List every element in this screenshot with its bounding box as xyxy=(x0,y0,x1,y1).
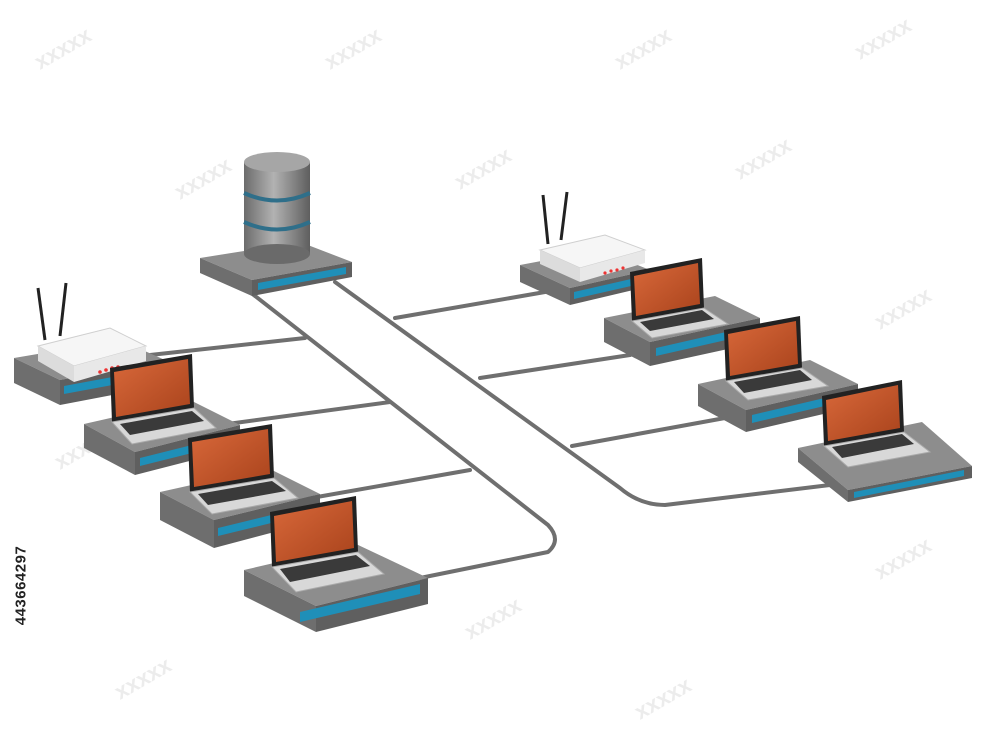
laptop-left-2-node xyxy=(160,424,320,548)
backbone-cable-right xyxy=(333,280,832,507)
svg-text:xxxxx: xxxxx xyxy=(320,22,386,75)
svg-text:xxxxx: xxxxx xyxy=(170,152,236,205)
stock-id-text: 443664297 xyxy=(12,545,30,625)
svg-text:xxxxx: xxxxx xyxy=(30,22,96,75)
router-right-icon xyxy=(538,191,647,282)
svg-text:xxxxx: xxxxx xyxy=(460,592,526,645)
database-server-icon xyxy=(243,152,311,264)
svg-text:xxxxx: xxxxx xyxy=(110,652,176,705)
router-right-node xyxy=(520,191,650,305)
svg-text:xxxxx: xxxxx xyxy=(610,22,676,75)
laptop-right-1-icon xyxy=(630,258,730,339)
laptop-right-2-node xyxy=(698,316,858,432)
svg-text:xxxxx: xxxxx xyxy=(850,12,916,65)
stock-id-label: 443664297 xyxy=(6,505,36,665)
laptop-left-1-icon xyxy=(110,354,218,445)
cable-laptop-left-2 xyxy=(298,468,472,502)
laptop-left-3-node xyxy=(244,496,428,632)
cable-laptop-right-1 xyxy=(478,353,632,380)
laptop-right-3-node xyxy=(798,380,972,502)
svg-text:xxxxx: xxxxx xyxy=(870,532,936,585)
cable-router-right xyxy=(393,290,547,320)
laptop-left-2-icon xyxy=(188,424,300,515)
cable-laptop-right-2 xyxy=(570,416,727,448)
network-cables xyxy=(148,280,832,580)
laptop-right-3-icon xyxy=(822,380,932,468)
cable-laptop-left-1 xyxy=(218,400,392,427)
database-node xyxy=(200,152,352,296)
svg-text:xxxxx: xxxxx xyxy=(450,142,516,195)
laptop-left-3-icon xyxy=(270,496,386,593)
svg-text:xxxxx: xxxxx xyxy=(630,672,696,725)
svg-text:xxxxx: xxxxx xyxy=(730,132,796,185)
laptop-right-2-icon xyxy=(724,316,830,401)
svg-text:xxxxx: xxxxx xyxy=(870,282,936,335)
cable-router-left xyxy=(148,336,307,357)
backbone-cable-left xyxy=(248,290,557,580)
